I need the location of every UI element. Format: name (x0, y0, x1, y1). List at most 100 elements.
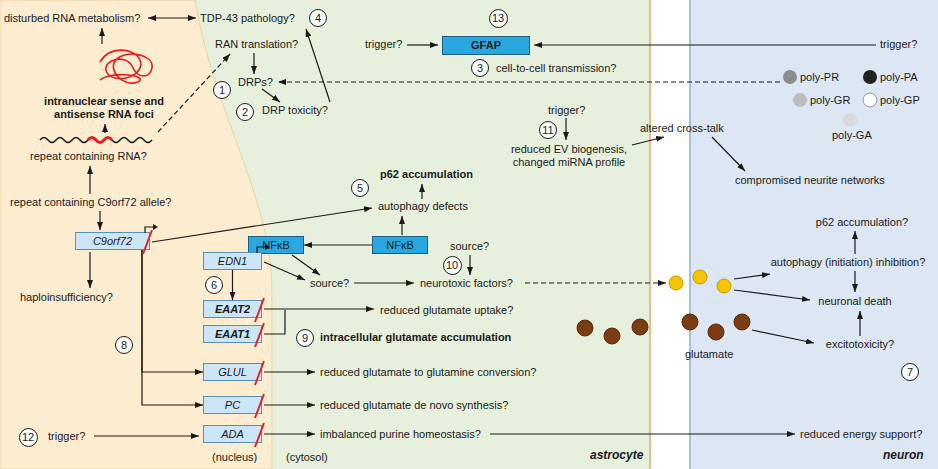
node-text: EAAT2 (215, 303, 250, 316)
leader-arrow (565, 118, 566, 140)
poly-ga-dot (843, 113, 857, 127)
label-text: autophagy defects (378, 200, 468, 213)
leader-arrow (469, 255, 470, 275)
label-text: neurotoxic factors? (420, 277, 513, 290)
label-text: disturbed RNA metabolism? (4, 12, 140, 25)
label-text: (nucleus) (212, 451, 257, 464)
glutamate-dot (708, 324, 724, 340)
node-text: ADA (221, 428, 244, 441)
leader-arrow (278, 81, 780, 82)
gene-box: EAAT1 (203, 325, 262, 343)
mutation-slash (143, 230, 152, 254)
node-text: 1 (219, 84, 225, 97)
glutamate-dot (604, 328, 620, 344)
glutamate-dot (682, 314, 698, 330)
label-text: poly-PR (800, 71, 839, 84)
node-text: EDN1 (218, 255, 247, 268)
neurotoxic-factor-dot (717, 279, 731, 293)
label-text: reduced glutamate de novo synthesis? (320, 399, 508, 412)
node-text: 7 (907, 366, 913, 379)
leader-arrow (94, 435, 199, 436)
label-text: poly-GA (832, 129, 872, 142)
label-text: haploinsufficiency? (20, 291, 113, 304)
label-text: reduced energy support? (800, 428, 922, 441)
callout-number: 7 (901, 363, 919, 381)
poly-gr-dot (793, 93, 807, 107)
node-text: PC (225, 399, 240, 412)
gene-box: C9orf72 (75, 232, 150, 250)
gene-box: PC (203, 396, 262, 414)
node-text: C9orf72 (93, 235, 132, 248)
label-text: trigger? (880, 38, 917, 51)
leader-arrow (490, 433, 795, 434)
leader-arrow (752, 330, 814, 343)
callout-number: 2 (236, 103, 254, 121)
node-text: GLUL (218, 366, 247, 379)
leader-arrow (262, 89, 280, 102)
node-text: 11 (542, 124, 553, 137)
leader-arrow (407, 44, 438, 45)
connector (232, 270, 233, 300)
leader-arrow (264, 433, 315, 434)
leader-arrow (534, 44, 876, 45)
gene-box: ADA (203, 425, 262, 443)
leader-arrow (101, 28, 102, 44)
callout-number: 4 (309, 9, 327, 27)
leader-arrow (306, 29, 330, 102)
mutation-slash (255, 298, 264, 322)
label-text: RAN translation? (215, 38, 298, 51)
astrocyte-membrane (649, 0, 651, 469)
label-text: DRP toxicity? (262, 104, 328, 117)
glutamate-dot (577, 320, 593, 336)
label-text: reduced glutamate uptake? (380, 304, 513, 317)
mutation-slash (255, 394, 264, 418)
label-text: neuronal death (818, 295, 891, 308)
leader-arrow (712, 137, 745, 171)
leader-arrow (158, 54, 230, 132)
leader-arrow (854, 231, 855, 254)
neurotoxic-factor-dot (669, 276, 683, 290)
label-text: intranuclear sense and antisense RNA foc… (36, 95, 172, 121)
leader-arrow (854, 271, 855, 292)
label-text: reduced EV biogenesis, changed miRNA pro… (505, 143, 633, 169)
neuron-region (690, 0, 938, 469)
callout-number: 1 (213, 81, 231, 99)
label-text: (cytosol) (286, 451, 328, 464)
callout-number: 11 (539, 121, 557, 139)
label-text: TDP-43 pathology? (200, 12, 295, 25)
label-text: p62 accumulation? (816, 216, 908, 229)
leader-arrow (859, 311, 860, 336)
rna-strand (40, 138, 152, 143)
callout-number: 5 (351, 179, 369, 197)
leader-arrow (734, 290, 810, 300)
leader-arrow (264, 308, 374, 309)
node-text: 2 (242, 106, 248, 119)
leader-arrow (734, 274, 770, 279)
label-text: trigger? (548, 104, 585, 117)
label-text: reduced glutamate to glutamine conversio… (320, 366, 536, 379)
gene-box: GLUL (203, 363, 262, 381)
label-text: altered cross-talk (640, 122, 724, 135)
callout-number: 3 (471, 59, 489, 77)
label-text: poly-PA (880, 71, 918, 84)
callout-number: 12 (19, 428, 38, 447)
leader-arrow (292, 255, 320, 275)
node-text: NFκB (386, 239, 414, 252)
region-name: neuron (883, 449, 924, 462)
node-text: GFAP (471, 39, 501, 52)
label-text: trigger? (365, 38, 402, 51)
label-text: cell-to-cell transmission? (496, 62, 616, 75)
node-text: 12 (22, 431, 34, 444)
leader-line (264, 310, 285, 334)
connector (304, 244, 372, 245)
cytosol-region (0, 0, 650, 469)
connector (142, 250, 203, 405)
nucleus-region (0, 0, 272, 469)
leader-arrow (264, 262, 305, 280)
neurotoxic-factor-dot (693, 270, 707, 284)
leader-arrow (104, 124, 105, 133)
neuron-membrane (689, 0, 691, 469)
callout-number: 13 (489, 9, 508, 28)
label-text: autophagy (initiation) inhibition? (771, 256, 926, 269)
